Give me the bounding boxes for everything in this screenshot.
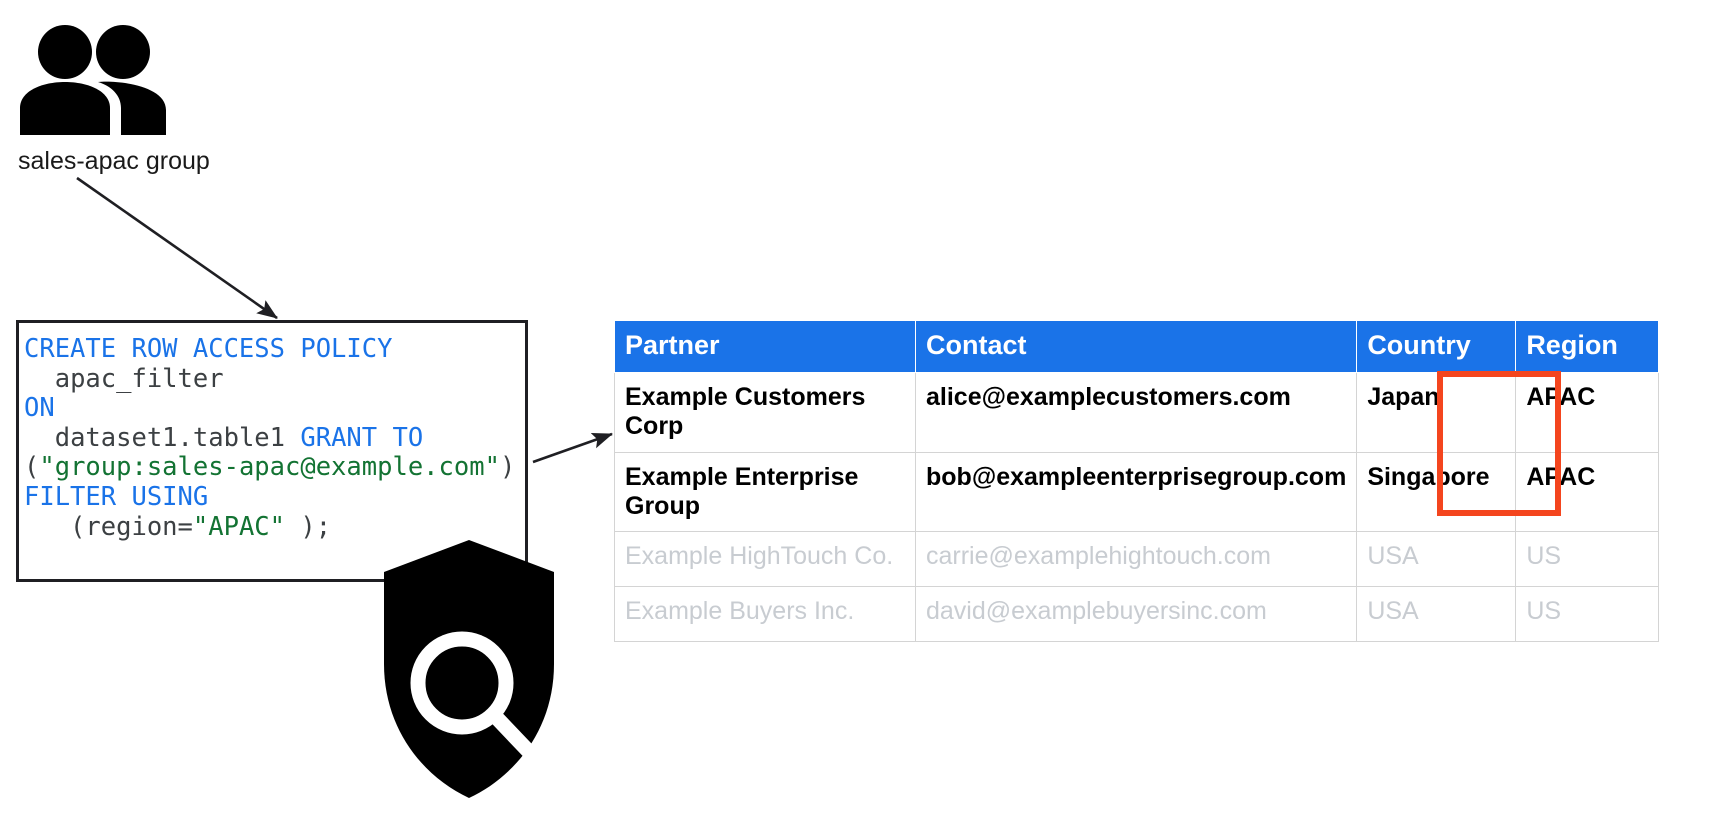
code-token: apac_filter [54, 363, 224, 394]
cell-contact: bob@exampleenterprisegroup.com [914, 451, 1358, 533]
column-header-country[interactable]: Country [1356, 319, 1517, 374]
partner-table: Partner Contact Country Region Example C… [614, 319, 1660, 643]
cell-region: US [1515, 531, 1660, 588]
code-token: FILTER USING [24, 481, 209, 512]
column-header-contact[interactable]: Contact [914, 319, 1358, 374]
table-row[interactable]: Example Enterprise Group bob@exampleente… [614, 451, 1660, 533]
code-token: ) [499, 452, 516, 483]
table-header-row: Partner Contact Country Region [614, 319, 1660, 374]
cell-region: US [1515, 586, 1660, 643]
column-header-partner[interactable]: Partner [614, 319, 916, 374]
code-token: ); [285, 511, 332, 542]
policy-code-block: CREATE ROW ACCESS POLICY apac_filter ON … [16, 320, 528, 582]
cell-contact: carrie@examplehightouch.com [914, 531, 1358, 588]
code-token: (region= [70, 511, 193, 542]
group-node: sales-apac group [18, 22, 238, 176]
code-token [24, 423, 55, 453]
cell-country: USA [1356, 586, 1517, 643]
column-header-region[interactable]: Region [1515, 319, 1660, 374]
cell-partner: Example Enterprise Group [614, 451, 916, 533]
cell-country: USA [1356, 531, 1517, 588]
shield-search-icon [384, 540, 554, 798]
cell-partner: Example Customers Corp [614, 372, 916, 453]
policy-code-text: CREATE ROW ACCESS POLICY apac_filter ON … [19, 323, 525, 542]
table-row[interactable]: Example Buyers Inc. david@examplebuyersi… [614, 586, 1660, 643]
table-row[interactable]: Example HighTouch Co. carrie@examplehigh… [614, 531, 1660, 588]
cell-contact: david@examplebuyersinc.com [914, 586, 1358, 643]
code-token: ( [24, 452, 40, 483]
cell-contact: alice@examplecustomers.com [914, 372, 1358, 453]
code-token: CREATE ROW ACCESS POLICY [24, 334, 393, 364]
code-token: "APAC" [192, 511, 286, 542]
arrow-policy-to-table [532, 432, 613, 464]
cell-region: APAC [1515, 372, 1660, 453]
code-token [24, 364, 55, 394]
cell-partner: Example HighTouch Co. [614, 531, 916, 588]
people-group-icon [20, 25, 166, 135]
group-node-label: sales-apac group [18, 147, 210, 175]
cell-country: Japan [1356, 372, 1517, 453]
code-token: "group:sales-apac@example.com" [39, 452, 500, 483]
code-token: ON [24, 393, 55, 424]
cell-country: Singapore [1356, 451, 1517, 533]
arrow-group-to-policy [76, 176, 278, 320]
cell-partner: Example Buyers Inc. [614, 586, 916, 643]
table-row[interactable]: Example Customers Corp alice@examplecust… [614, 372, 1660, 453]
code-token: GRANT TO [300, 422, 424, 453]
code-token: dataset1.table1 [54, 422, 301, 453]
cell-region: APAC [1515, 451, 1660, 533]
